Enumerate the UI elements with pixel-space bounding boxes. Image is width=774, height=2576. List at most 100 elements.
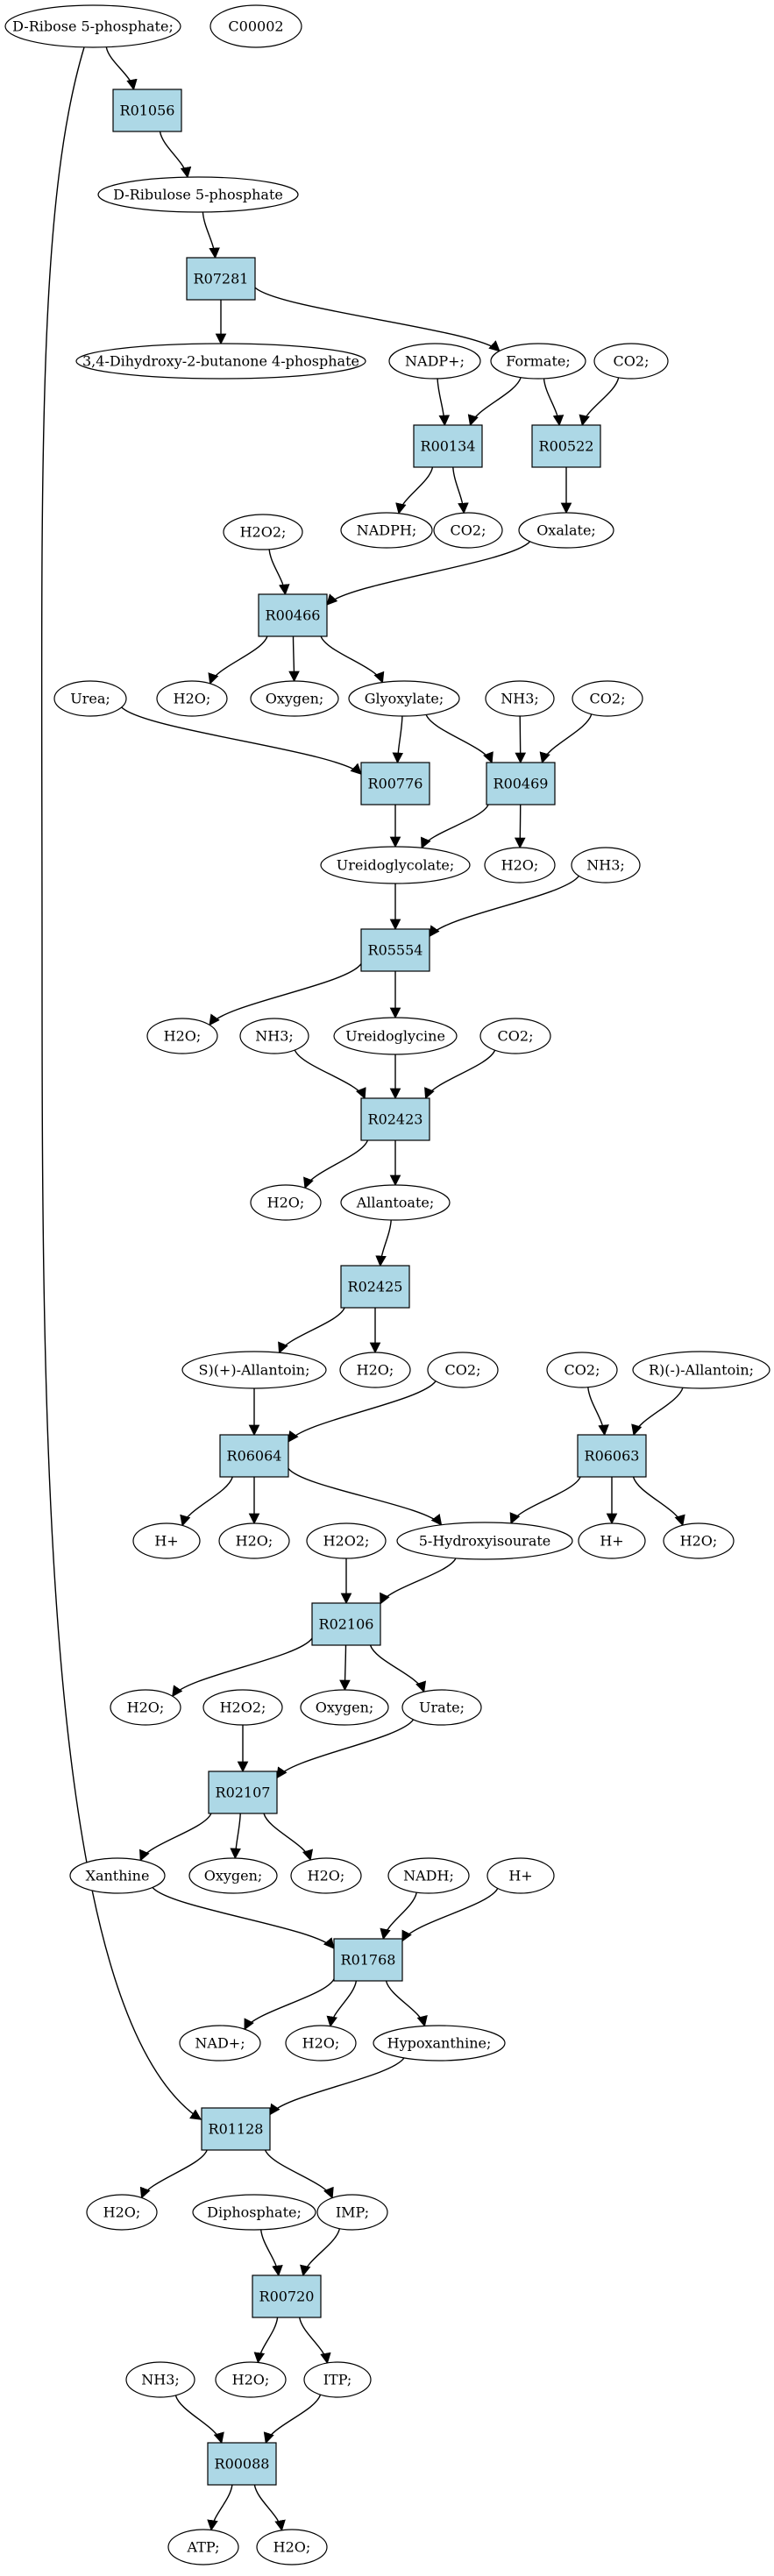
node-label: Hypoxanthine; (387, 2035, 492, 2052)
edge-R00469-to-ureidoglycolate (421, 804, 489, 849)
compound-ellipse (490, 343, 586, 380)
node-label: R06064 (227, 1448, 282, 1465)
compound-node-h2o_e: H2O; (339, 1352, 411, 1388)
compound-node-urate: Urate; (401, 1689, 482, 1726)
compound-node-h2o_c: H2O; (146, 1018, 218, 1054)
node-label: H+ (508, 1868, 532, 1884)
compound-ellipse (401, 1689, 482, 1726)
compound-node-co2_f: CO2; (546, 1352, 618, 1388)
edge-glyoxylate-to-R00776 (392, 715, 404, 764)
compound-ellipse (256, 2529, 328, 2565)
compound-node-ureidoglycolate: Ureidoglycolate; (320, 846, 471, 884)
compound-node-h2o_j: H2O; (285, 2025, 357, 2062)
compound-ellipse (387, 1857, 470, 1894)
compound-node-nh3_b: NH3; (571, 847, 641, 884)
compound-ellipse (239, 1018, 309, 1054)
node-label: CO2; (590, 691, 626, 707)
edge-R00088-to-h2o_m (253, 2484, 286, 2532)
compound-ellipse (223, 514, 303, 550)
reaction-box (360, 928, 430, 972)
compound-node-h2o2_a: H2O2; (223, 514, 303, 550)
node-label: H2O; (103, 2204, 141, 2221)
reaction-node-R06063: R06063 (577, 1434, 647, 1478)
edge-R07281-to-formate (254, 287, 501, 352)
edge-R01768-to-hypoxanthine (385, 1980, 428, 2027)
compound-node-oxygen_b: Oxygen; (300, 1689, 389, 1726)
compound-node-d_ribose5p: D-Ribose 5-phosphate; (4, 4, 181, 48)
node-label: CO2; (445, 1362, 481, 1379)
compound-ellipse (181, 1351, 327, 1389)
reaction-box (333, 1938, 403, 1982)
node-label: D-Ribose 5-phosphate; (12, 18, 174, 35)
edge-imp-to-R00720 (300, 2228, 341, 2277)
compound-node-co2_e: CO2; (427, 1352, 499, 1388)
compound-node-h2o2_b: H2O2; (306, 1522, 387, 1559)
reaction-node-R00088: R00088 (207, 2442, 277, 2486)
node-label: R02423 (368, 1111, 423, 1128)
edge-R06064-to-hydroxyisourate (288, 1467, 443, 1526)
node-label: Ureidoglycolate; (337, 857, 455, 874)
compound-ellipse (179, 2025, 261, 2062)
edge-R00088-to-atp (207, 2484, 233, 2531)
compound-ellipse (209, 4, 302, 48)
reaction-box (219, 1434, 289, 1478)
compound-ellipse (427, 1352, 499, 1388)
compound-node-hplus_a: H+ (132, 1522, 201, 1559)
node-label: 5-Hydroxyisourate (419, 1533, 551, 1550)
compound-ellipse (388, 343, 481, 380)
edge-R01768-to-h2o_j (326, 1980, 358, 2028)
edge-co2_a-to-R00522 (579, 377, 620, 427)
node-label: Ureidoglycine (345, 1028, 445, 1045)
compound-ellipse (303, 2361, 372, 2398)
reaction-box (486, 762, 556, 805)
compound-ellipse (306, 1522, 387, 1559)
node-label: H2O; (164, 1028, 202, 1045)
compound-node-h2o_g: H2O; (663, 1522, 735, 1559)
node-label: NADP+; (405, 353, 465, 370)
node-label: H2O; (302, 2035, 340, 2052)
compound-ellipse (518, 512, 614, 549)
compound-node-glyoxylate: Glyoxylate; (348, 680, 460, 717)
node-label: NH3; (255, 1028, 294, 1045)
reaction-box (207, 2442, 277, 2486)
edge-nadh-to-R01768 (380, 1891, 417, 1941)
edge-R00720-to-h2o_l (253, 2317, 279, 2364)
reaction-node-R01128: R01128 (201, 2107, 271, 2151)
compound-ellipse (339, 1352, 411, 1388)
compound-ellipse (110, 1689, 181, 1726)
reaction-node-R01768: R01768 (333, 1938, 403, 1982)
node-label: H2O; (267, 1195, 305, 1211)
compound-node-r_allantoin: R)(-)-Allantoin; (632, 1351, 770, 1389)
node-label: CO2; (451, 522, 486, 539)
node-label: Oxalate; (536, 522, 596, 539)
edge-allantoate-to-R02425 (375, 1219, 392, 1267)
edge-nh3_b-to-R05554 (429, 875, 579, 938)
edge-hplus_c-to-R01768 (401, 1888, 499, 1942)
compound-node-itp: ITP; (303, 2361, 372, 2398)
node-label: NH3; (501, 691, 539, 707)
node-label: R)(-)-Allantoin; (649, 1362, 754, 1379)
edge-r_allantoin-to-R06063 (631, 1387, 684, 1437)
compound-ellipse (86, 2194, 158, 2231)
node-label: C00002 (228, 18, 283, 35)
compound-node-h2o_b: H2O; (484, 847, 556, 884)
compound-node-nadh: NADH; (387, 1857, 470, 1894)
edge-R06063-to-hydroxyisourate (509, 1476, 581, 1525)
compound-ellipse (156, 680, 228, 717)
edge-h2o2_a-to-R00466 (268, 549, 290, 596)
edge-co2_f-to-R06063 (587, 1387, 609, 1437)
compound-node-co2_b: CO2; (433, 512, 503, 549)
edge-d_ribulose5p-to-R07281 (202, 211, 220, 259)
compound-node-oxygen_c: Oxygen; (188, 1857, 278, 1894)
reaction-node-R00469: R00469 (486, 762, 556, 805)
compound-node-h2o2_c: H2O2; (202, 1689, 283, 1726)
node-label: H2O2; (323, 1533, 370, 1550)
node-label: R00466 (266, 607, 321, 624)
reaction-node-R00134: R00134 (413, 424, 483, 468)
edge-R06063-to-h2o_g (632, 1476, 685, 1527)
reaction-node-R02107: R02107 (208, 1771, 278, 1814)
edge-R06064-to-hplus_a (180, 1476, 233, 1527)
edge-nadp-to-R00134 (437, 378, 451, 427)
compound-node-nh3_a: NH3; (485, 680, 555, 717)
